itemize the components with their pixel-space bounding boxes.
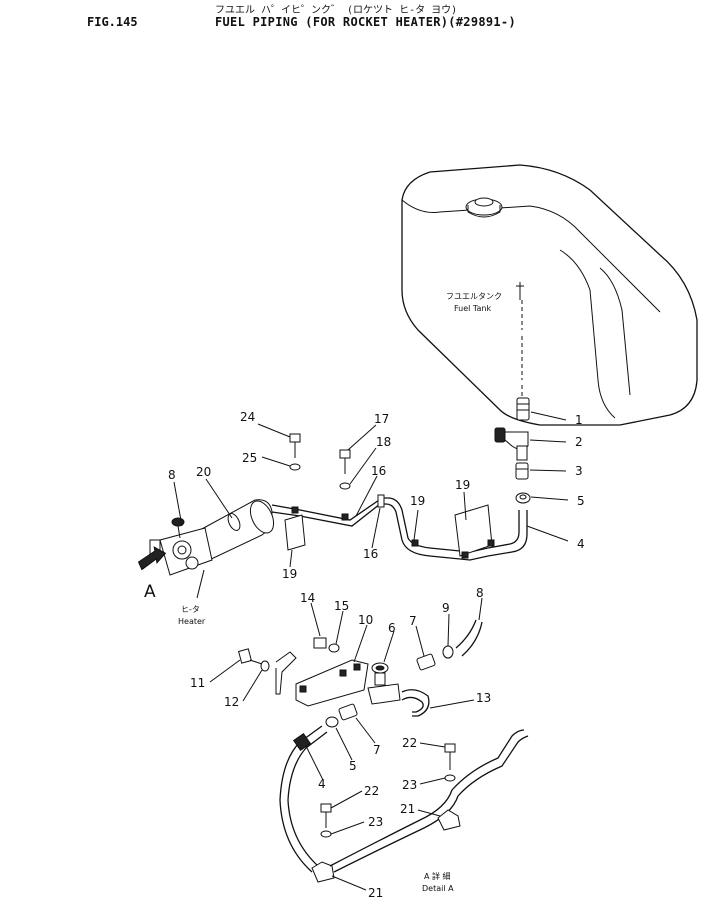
- callout-3: 3: [575, 464, 583, 478]
- callout-7-upper: 7: [409, 614, 417, 628]
- callout-1: 1: [575, 413, 583, 427]
- view-arrow-label: A: [144, 582, 156, 602]
- heater-drawing: [137, 499, 275, 576]
- callout-16-lower: 16: [363, 547, 378, 561]
- callout-15: 15: [334, 599, 349, 613]
- callout-22-lower: 22: [364, 784, 379, 798]
- figure-number: FIG.145: [87, 15, 138, 29]
- title-japanese: フユエル ハ゜イヒ゜ンク゛ (ロケツト ヒ-タ ヨウ): [215, 5, 458, 16]
- callout-24: 24: [240, 410, 255, 424]
- tank-fittings: [487, 397, 531, 557]
- callout-20: 20: [196, 465, 211, 479]
- callout-16-upper: 16: [371, 464, 386, 478]
- fuel-tank-drawing: [401, 164, 698, 426]
- callout-10: 10: [358, 613, 373, 627]
- callout-8-hose: 8: [476, 586, 484, 600]
- callout-5-lower: 5: [349, 759, 357, 773]
- callout-9: 9: [442, 601, 450, 615]
- callout-7-lower: 7: [373, 743, 381, 757]
- callout-19-right: 19: [455, 478, 470, 492]
- callout-19-middle: 19: [410, 494, 425, 508]
- callout-2: 2: [575, 435, 583, 449]
- callout-25: 25: [242, 451, 257, 465]
- callout-4-lower: 4: [318, 777, 326, 791]
- callout-4: 4: [577, 537, 585, 551]
- callout-14: 14: [300, 591, 315, 605]
- callout-12: 12: [224, 695, 239, 709]
- callout-17: 17: [374, 412, 389, 426]
- detail-label-en: Detail A: [422, 884, 454, 893]
- callout-11: 11: [190, 676, 205, 690]
- callout-22-upper: 22: [402, 736, 417, 750]
- detail-label-jp: A 詳 細: [424, 871, 451, 881]
- heater-label-en: Heater: [178, 617, 206, 626]
- detail-a-assembly: [238, 619, 529, 883]
- callout-19-left: 19: [282, 567, 297, 581]
- callout-13: 13: [476, 691, 491, 705]
- callout-6: 6: [388, 621, 396, 635]
- fuel-tank-label-jp: フユエルタンク: [446, 292, 502, 301]
- callout-21-lower: 21: [368, 886, 383, 900]
- bolts-upper: [289, 433, 351, 490]
- fuel-tank-label-en: Fuel Tank: [454, 304, 491, 313]
- callout-8-heater: 8: [168, 468, 176, 482]
- callout-23-upper: 23: [402, 778, 417, 792]
- callout-18: 18: [376, 435, 391, 449]
- fuel-pipe-route: [271, 494, 495, 561]
- callout-5: 5: [577, 494, 585, 508]
- callout-23-lower: 23: [368, 815, 383, 829]
- heater-label-jp: ヒ-タ: [181, 605, 200, 614]
- callout-21-upper: 21: [400, 802, 415, 816]
- page-title: FUEL PIPING (FOR ROCKET HEATER)(#29891-): [215, 15, 516, 29]
